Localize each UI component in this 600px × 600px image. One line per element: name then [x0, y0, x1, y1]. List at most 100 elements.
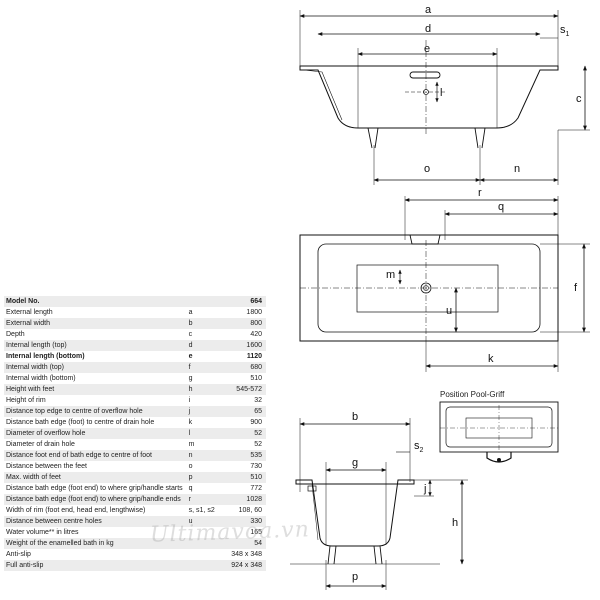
spec-value: 1600	[225, 340, 266, 351]
spec-symbol: o	[184, 461, 226, 472]
label-s2-sub: 2	[420, 447, 424, 454]
spec-symbol: g	[184, 373, 226, 384]
spec-value: 730	[225, 461, 266, 472]
label-s1: s	[560, 24, 566, 36]
end-view: b s2 g j h p	[290, 411, 468, 590]
spec-row: Width of rim (foot end, head end, length…	[4, 505, 266, 516]
pool-grip-caption: Position Pool-Griff	[440, 390, 505, 399]
spec-row: Distance bath edge (foot end) to where g…	[4, 494, 266, 505]
spec-value: 545-572	[225, 384, 266, 395]
spec-label: Internal length (top)	[4, 340, 185, 351]
spec-symbol: j	[184, 406, 226, 417]
spec-label: Distance between centre holes	[4, 516, 185, 527]
spec-row: Distance top edge to centre of overflow …	[4, 406, 266, 417]
spec-value: 535	[225, 450, 266, 461]
top-view: r q m u f k	[299, 187, 590, 372]
spec-label: Full anti-slip	[4, 560, 185, 571]
spec-row: Distance foot end of bath edge to centre…	[4, 450, 266, 461]
spec-value: 1028	[225, 494, 266, 505]
spec-label: Distance top edge to centre of overflow …	[4, 406, 185, 417]
spec-label: Internal length (bottom)	[4, 351, 185, 362]
spec-value: 800	[225, 318, 266, 329]
spec-header-label: Model No.	[4, 296, 185, 307]
svg-text:s1: s1	[560, 24, 570, 38]
label-b: b	[352, 411, 358, 423]
spec-symbol: f	[184, 362, 226, 373]
spec-value: 52	[225, 428, 266, 439]
spec-value: 330	[225, 516, 266, 527]
spec-label: Water volume** in litres	[4, 527, 185, 538]
spec-symbol: d	[184, 340, 226, 351]
pool-grip-inset: Position Pool-Griff	[439, 390, 559, 463]
label-p: p	[352, 571, 358, 583]
label-u: u	[446, 305, 452, 317]
spec-symbol: u	[184, 516, 226, 527]
spec-symbol: b	[184, 318, 226, 329]
spec-value: 1120	[225, 351, 266, 362]
spec-label: Diameter of drain hole	[4, 439, 185, 450]
spec-row: Anti-slip 348 x 348	[4, 549, 266, 560]
label-k: k	[488, 353, 494, 365]
spec-label: Anti-slip	[4, 549, 185, 560]
spec-symbol: k	[184, 417, 226, 428]
label-m: m	[386, 269, 395, 281]
spec-row: Distance bath edge (foot) to centre of d…	[4, 417, 266, 428]
spec-symbol: a	[184, 307, 226, 318]
label-n: n	[514, 163, 520, 175]
spec-value: 32	[225, 395, 266, 406]
label-f: f	[574, 282, 578, 294]
spec-symbol: p	[184, 472, 226, 483]
spec-value: 65	[225, 406, 266, 417]
label-l: l	[440, 87, 442, 99]
label-h: h	[452, 517, 458, 529]
spec-value: 772	[225, 483, 266, 494]
label-g: g	[352, 457, 358, 469]
spec-label: Width of rim (foot end, head end, length…	[4, 505, 185, 516]
label-a: a	[425, 4, 432, 16]
label-c: c	[576, 93, 582, 105]
spec-value: 900	[225, 417, 266, 428]
spec-value: 1800	[225, 307, 266, 318]
label-s2: s	[414, 440, 420, 452]
spec-value: 348 x 348	[225, 549, 266, 560]
spec-value: 510	[225, 373, 266, 384]
spec-label: Diameter of overflow hole	[4, 428, 185, 439]
label-r: r	[478, 187, 482, 199]
label-q: q	[498, 201, 504, 213]
spec-value: 165	[225, 527, 266, 538]
spec-symbol: s, s1, s2	[184, 505, 226, 516]
label-s1-sub: 1	[566, 31, 570, 38]
spec-symbol: c	[184, 329, 226, 340]
spec-symbol	[184, 560, 226, 571]
spec-label: Height of rim	[4, 395, 185, 406]
label-e: e	[424, 43, 430, 55]
spec-value: 108, 60	[225, 505, 266, 516]
spec-value: 924 x 348	[225, 560, 266, 571]
spec-row: Full anti-slip 924 x 348	[4, 560, 266, 571]
spec-symbol	[184, 527, 226, 538]
side-view: a d s1 e l c o n	[299, 4, 590, 185]
spec-value: 680	[225, 362, 266, 373]
spec-symbol: r	[184, 494, 226, 505]
spec-label: Max. width of feet	[4, 472, 185, 483]
spec-label: Distance between the feet	[4, 461, 185, 472]
spec-header-symbol	[184, 296, 226, 307]
spec-symbol: n	[184, 450, 226, 461]
spec-row: Distance bath edge (foot end) to where g…	[4, 483, 266, 494]
spec-table-header-row: Model No. 664	[4, 296, 266, 307]
spec-label: Distance bath edge (foot end) to where g…	[4, 483, 185, 494]
spec-label: External width	[4, 318, 185, 329]
spec-label: Height with feet	[4, 384, 185, 395]
